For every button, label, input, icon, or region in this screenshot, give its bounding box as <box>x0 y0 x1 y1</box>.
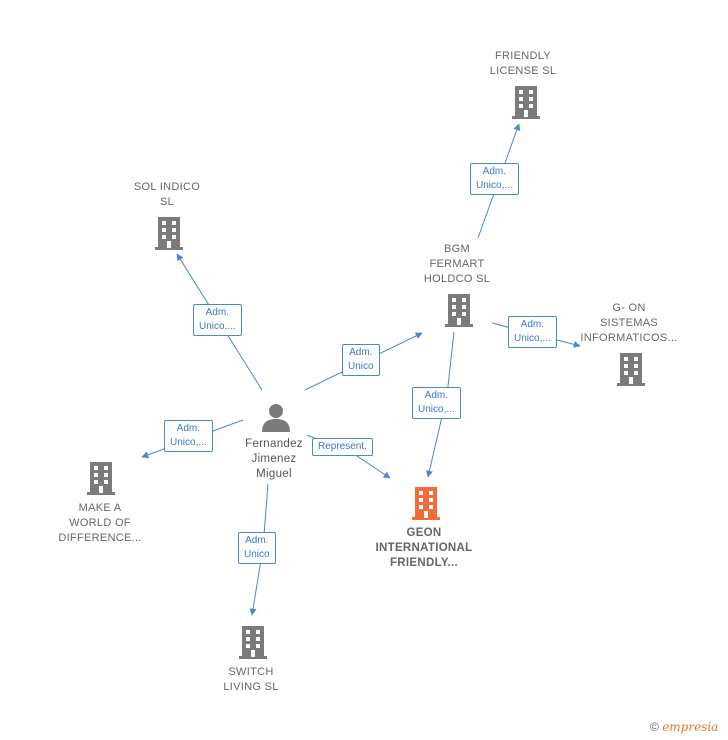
credit: © empresia <box>650 720 718 734</box>
brand-logo: empresia <box>662 720 719 734</box>
edge-label-person-switch[interactable]: Adm. Unico <box>238 532 276 564</box>
edge-label-person-sol[interactable]: Adm. Unico,... <box>193 304 242 336</box>
node-label-geon[interactable]: GEON INTERNATIONAL FRIENDLY... <box>375 527 473 569</box>
building-icon[interactable] <box>154 216 184 250</box>
node-label-person[interactable]: Fernandez Jimenez Miguel <box>245 438 303 480</box>
person-icon[interactable] <box>261 402 291 432</box>
edge-label-bgm-friendly[interactable]: Adm. Unico,... <box>470 163 519 195</box>
node-label-make-a-world[interactable]: MAKE A WORLD OF DIFFERENCE... <box>58 502 142 544</box>
edge-label-person-geon[interactable]: Represent. <box>312 438 373 456</box>
building-icon[interactable] <box>238 625 268 659</box>
building-icon[interactable] <box>86 461 116 495</box>
building-icon[interactable] <box>444 293 474 327</box>
node-label-bgm-fermart[interactable]: BGM FERMART HOLDCO SL <box>423 243 491 285</box>
edge-label-bgm-gon[interactable]: Adm. Unico,... <box>508 316 557 348</box>
building-icon[interactable] <box>511 85 541 119</box>
building-icon[interactable] <box>616 352 646 386</box>
edge-label-person-bgm[interactable]: Adm. Unico <box>342 344 380 376</box>
node-label-friendly-license[interactable]: FRIENDLY LICENSE SL <box>489 50 557 77</box>
edge-label-bgm-geon[interactable]: Adm. Unico,... <box>412 387 461 419</box>
node-label-g-on[interactable]: G- ON SISTEMAS INFORMATICOS... <box>580 302 678 344</box>
focus-building-icon[interactable] <box>411 486 441 520</box>
copyright-symbol: © <box>650 720 659 734</box>
node-label-switch-living[interactable]: SWITCH LIVING SL <box>223 666 279 693</box>
node-label-sol-indico[interactable]: SOL INDICO SL <box>133 181 201 208</box>
edge-label-person-make[interactable]: Adm. Unico,... <box>164 420 213 452</box>
